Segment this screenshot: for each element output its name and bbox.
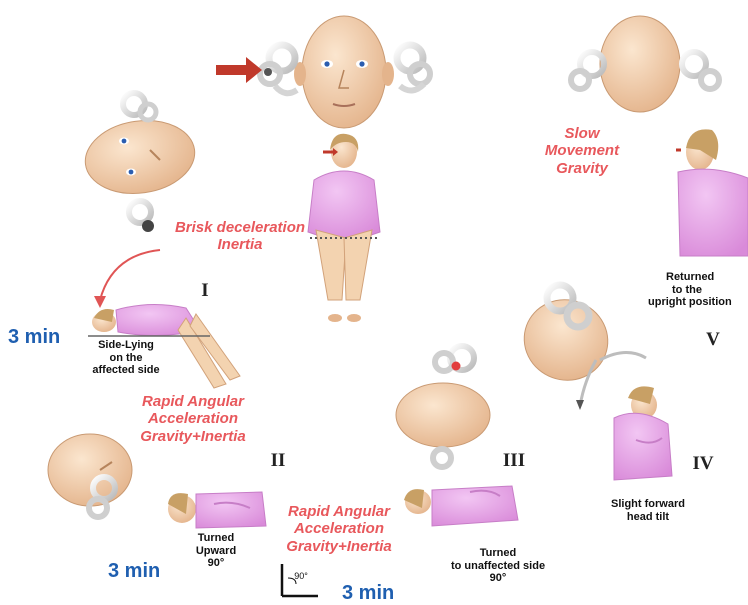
caption-step-iii-line-2: to unaffected side: [428, 560, 568, 573]
labyrinth-left-top: [260, 45, 297, 93]
caption-step-ii-line-2: Upward: [176, 545, 256, 558]
step-numeral-i: I: [190, 280, 220, 302]
caption-step-ii-line-3: 90°: [176, 557, 256, 570]
duration-3: 3 min: [342, 582, 416, 605]
step-numeral-iii: III: [494, 450, 534, 472]
frontal-head: [294, 16, 394, 128]
curved-red-arrow: [94, 250, 160, 308]
caption-step-i: Side-Lying on the affected side: [66, 339, 186, 377]
label-rapid-2-line-2: Acceleration: [266, 520, 412, 537]
caption-step-iv: Slight forward head tilt: [588, 498, 708, 523]
red-arrow-top: [216, 57, 262, 83]
step-numeral-v: V: [698, 329, 728, 351]
label-rapid-2-line-1: Rapid Angular: [266, 503, 412, 520]
duration-1: 3 min: [8, 326, 82, 349]
label-brisk: Brisk deceleration Inertia: [160, 219, 320, 254]
head-back: [571, 16, 719, 112]
patient-turned: [404, 486, 518, 526]
label-brisk-line-2: Inertia: [160, 236, 320, 253]
label-slow-line-2: Movement: [532, 142, 632, 159]
caption-step-i-line-3: affected side: [66, 364, 186, 377]
caption-step-iii-line-3: 90°: [428, 572, 568, 585]
duration-2: 3 min: [108, 560, 182, 583]
caption-step-ii-line-1: Turned: [176, 532, 256, 545]
label-rapid-1-line-3: Gravity+Inertia: [118, 428, 268, 445]
label-slow-line-3: Gravity: [532, 160, 632, 177]
angle-label: 90°: [289, 571, 313, 581]
caption-step-ii: Turned Upward 90°: [176, 532, 256, 570]
caption-step-iv-line-1: Slight forward: [588, 498, 708, 511]
caption-step-iii-line-1: Turned: [428, 547, 568, 560]
patient-head-tilt: [614, 386, 672, 480]
caption-step-v-line-2: to the: [648, 284, 748, 297]
label-slow: Slow Movement Gravity: [532, 125, 632, 177]
label-rapid-1-line-1: Rapid Angular: [118, 393, 268, 410]
head-upward: [48, 434, 132, 517]
labyrinth-right-top: [397, 45, 430, 91]
tilted-head-left: [81, 93, 200, 232]
caption-step-v-line-3: upright position: [648, 296, 748, 309]
step-numeral-iv: IV: [683, 453, 723, 475]
label-rapid-2-line-3: Gravity+Inertia: [266, 538, 412, 555]
label-slow-line-1: Slow: [532, 125, 632, 142]
label-rapid-1-line-2: Acceleration: [118, 410, 268, 427]
caption-step-i-line-1: Side-Lying: [66, 339, 186, 352]
head-turned: [396, 346, 490, 467]
caption-step-iii: Turned to unaffected side 90°: [428, 547, 568, 585]
patient-upright: [676, 129, 748, 256]
caption-step-iv-line-2: head tilt: [588, 511, 708, 524]
head-forward-tilt: [513, 285, 646, 410]
step-numeral-ii: II: [258, 450, 298, 472]
caption-step-v: Returned to the upright position: [648, 271, 748, 309]
label-brisk-line-1: Brisk deceleration: [160, 219, 320, 236]
label-rapid-2: Rapid Angular Acceleration Gravity+Inert…: [266, 503, 412, 555]
caption-step-v-line-1: Returned: [648, 271, 748, 284]
label-rapid-1: Rapid Angular Acceleration Gravity+Inert…: [118, 393, 268, 445]
caption-step-i-line-2: on the: [66, 352, 186, 365]
patient-supine: [168, 492, 266, 528]
